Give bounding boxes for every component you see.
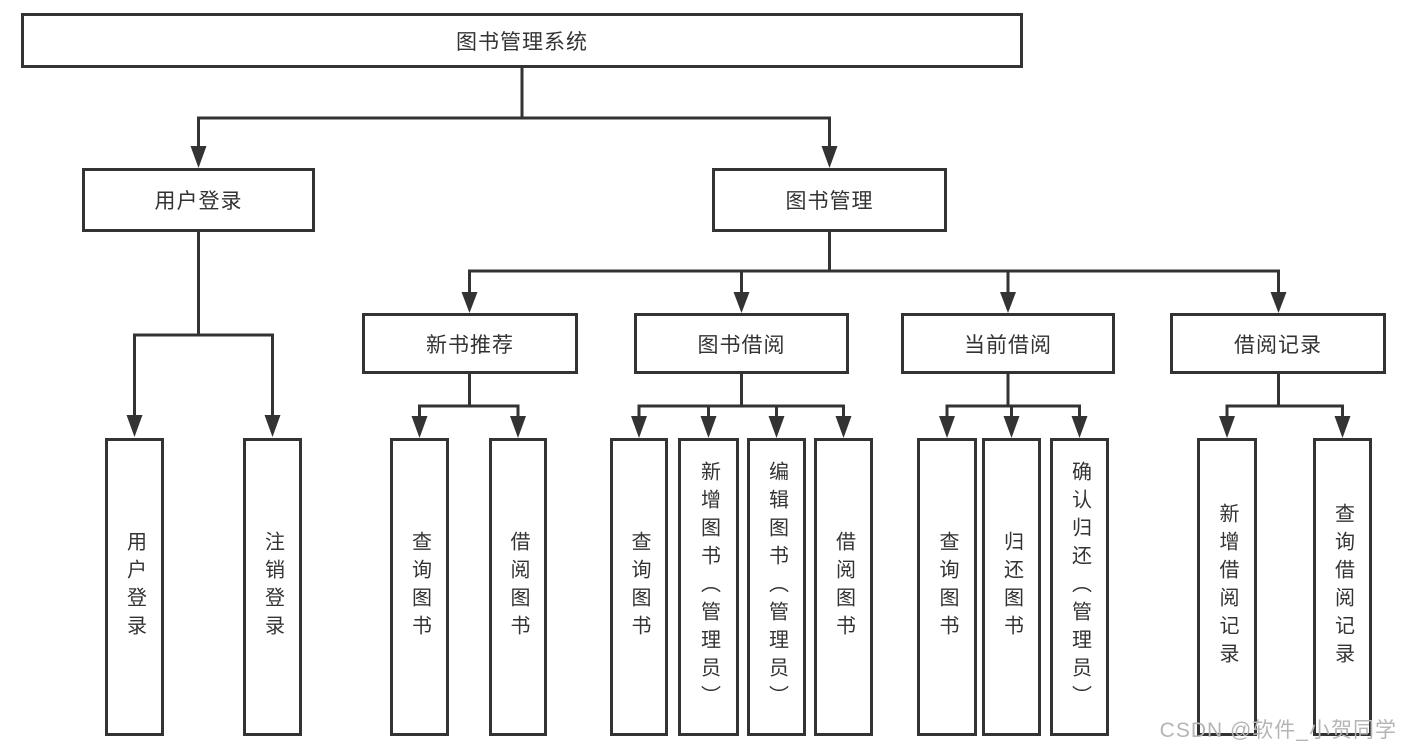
connector-bookmgmt-to-level3 (468, 232, 1280, 296)
node-user-login: 用户登录 (82, 168, 315, 232)
node-label: 新书推荐 (426, 333, 514, 357)
node-book-management: 图书管理 (712, 168, 947, 232)
arrowheads-level3 (461, 292, 1287, 313)
arrowheads-level2 (190, 146, 838, 168)
leaf-query-borrow-record: 查询借阅记录 (1313, 438, 1372, 736)
leaf-user-login: 用户登录 (105, 438, 164, 736)
node-label: 当前借阅 (964, 333, 1052, 357)
leaf-query-books-borrowing: 查询图书 (610, 438, 668, 736)
node-label: 查询图书 (408, 531, 431, 643)
node-label: 编辑图书（管理员） (765, 461, 788, 713)
leaf-add-books-admin: 新增图书（管理员） (678, 438, 739, 736)
node-label: 借阅记录 (1234, 333, 1322, 357)
leaf-edit-books-admin: 编辑图书（管理员） (747, 438, 806, 736)
node-label: 查询借阅记录 (1331, 503, 1354, 671)
node-label: 图书管理 (785, 190, 874, 213)
node-borrowing-records: 借阅记录 (1170, 313, 1386, 374)
node-label: 借阅图书 (507, 531, 529, 643)
arrowheads-current-leaves (939, 416, 1088, 438)
connector-current-to-leaves (945, 374, 1081, 420)
node-label: 借阅图书 (832, 531, 855, 643)
node-label: 图书借阅 (697, 333, 786, 357)
leaf-logout: 注销登录 (243, 438, 302, 736)
connector-borrow-to-leaves (637, 374, 845, 420)
arrowheads-userlogin-leaves (126, 415, 281, 437)
leaf-return-books: 归还图书 (982, 438, 1041, 736)
connector-newbooks-to-leaves (418, 374, 520, 420)
node-label: 新增图书（管理员） (697, 461, 720, 713)
leaf-borrow-books: 借阅图书 (814, 438, 873, 736)
node-label: 注销登录 (261, 531, 284, 643)
leaf-confirm-return-admin: 确认归还（管理员） (1050, 438, 1109, 736)
arrowheads-borrow-leaves (631, 416, 852, 438)
leaf-query-books-recommend: 查询图书 (390, 438, 449, 736)
node-current-borrowing: 当前借阅 (901, 313, 1115, 374)
leaf-query-books-current: 查询图书 (917, 438, 977, 736)
connector-root-to-level2 (197, 68, 831, 150)
leaf-add-borrow-record: 新增借阅记录 (1197, 438, 1257, 736)
node-label: 查询图书 (628, 531, 650, 643)
node-label: 用户登录 (154, 190, 243, 213)
node-label: 用户登录 (123, 531, 146, 643)
arrowheads-records-leaves (1219, 416, 1351, 438)
arrowheads-newbooks-leaves (411, 416, 526, 438)
node-label: 归还图书 (1000, 531, 1023, 643)
leaf-borrow-books-recommend: 借阅图书 (489, 438, 547, 736)
node-label: 查询图书 (936, 531, 958, 643)
node-label: 图书管理系统 (456, 30, 588, 54)
csdn-watermark: CSDN @软件_小贺同学 (1159, 719, 1397, 742)
connector-records-to-leaves (1225, 374, 1344, 420)
connector-userlogin-to-leaves (133, 232, 274, 419)
node-book-borrowing: 图书借阅 (634, 313, 849, 374)
node-label: 确认归还（管理员） (1068, 461, 1091, 713)
node-new-book-recommend: 新书推荐 (362, 313, 578, 374)
node-root-library-system: 图书管理系统 (21, 13, 1023, 68)
node-label: 新增借阅记录 (1216, 503, 1238, 671)
